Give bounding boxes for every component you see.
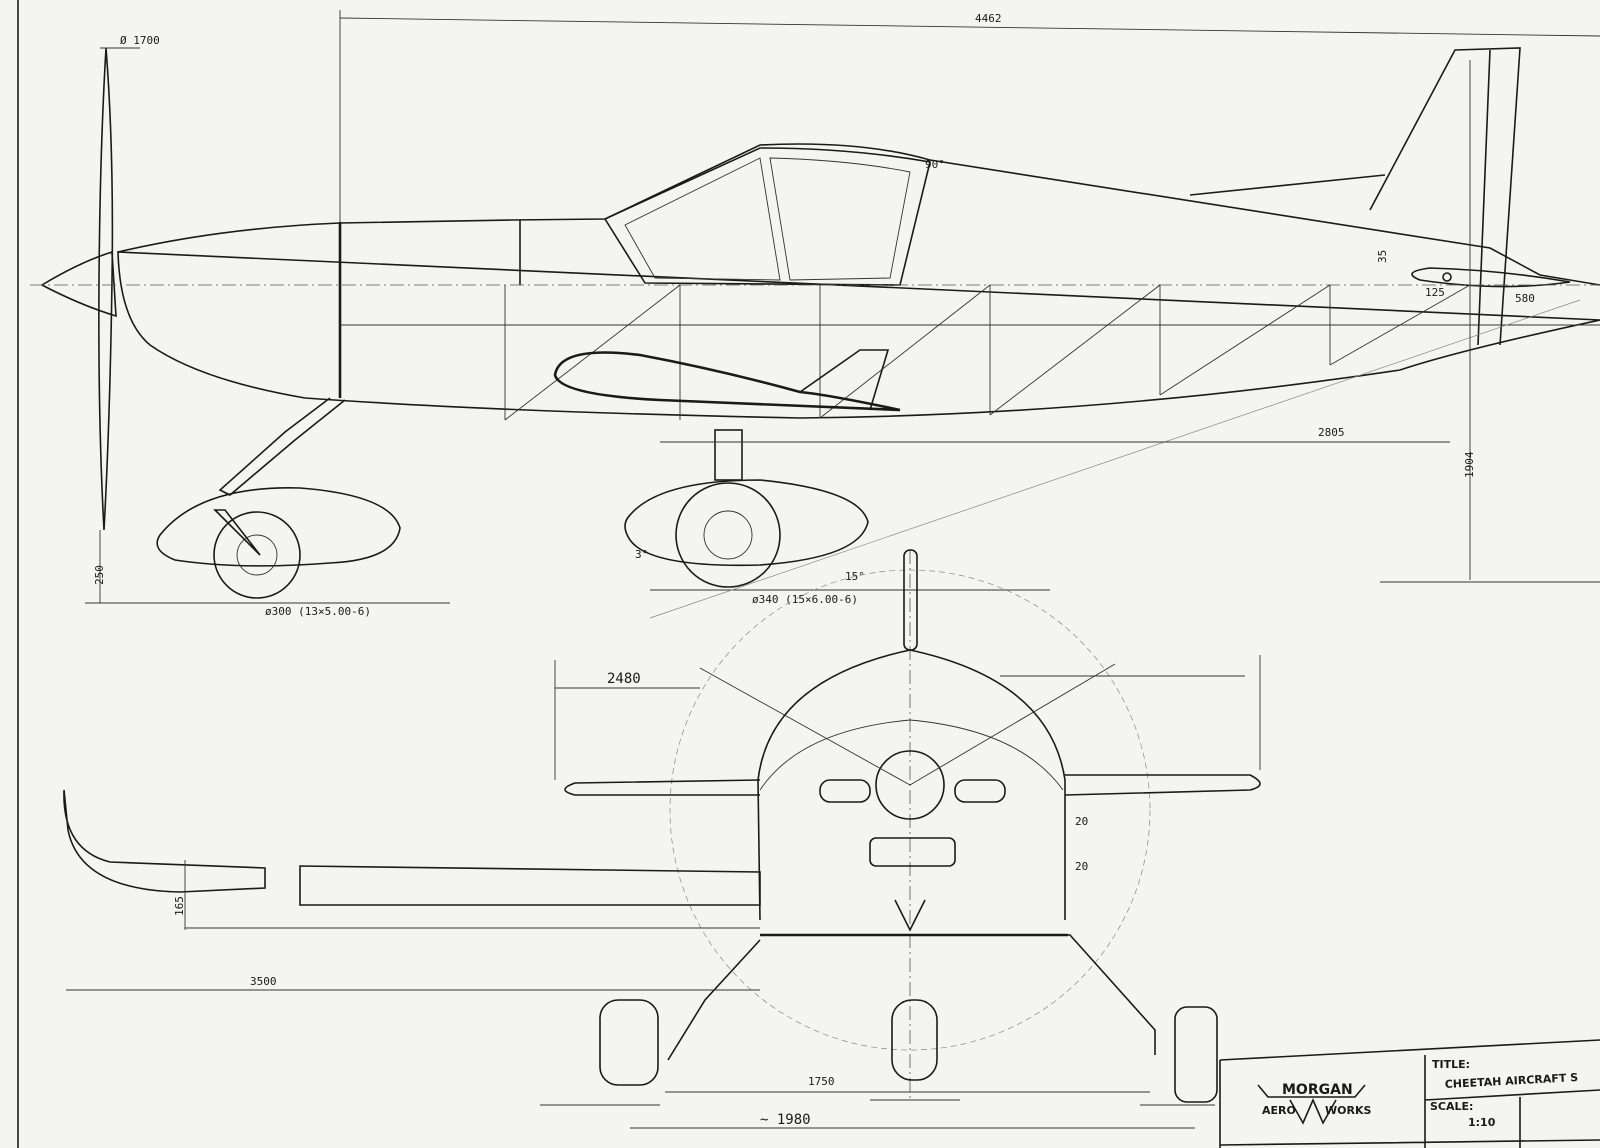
drawing-title: CHEETAH AIRCRAFT S — [1444, 1071, 1578, 1091]
nose-gear-leg — [218, 397, 346, 496]
oil-cooler — [869, 837, 956, 867]
front-fuselage — [757, 649, 1066, 921]
scale-label: SCALE: — [1430, 1100, 1473, 1113]
nose-wheel-fairing — [156, 487, 401, 567]
dim-20-a: 20 — [1075, 815, 1088, 828]
title-block: MORGAN AERO WORKS TITLE: CHEETAH AIRCRAF… — [1219, 1039, 1600, 1148]
nose-wheel-spec: ø300 (13×5.00-6) — [265, 605, 371, 618]
main-gear-leg — [714, 429, 743, 481]
right-main-wheel-front — [1174, 1006, 1218, 1103]
dim-height: 1904 — [1463, 451, 1476, 478]
dim-overall-length: 4462 — [975, 12, 1002, 25]
dim-prop-diameter: Ø 1700 — [120, 34, 160, 47]
dim-gear-angle: 3° — [635, 548, 648, 561]
vertical-fin — [1369, 47, 1521, 346]
svg-text:MORGAN: MORGAN — [1282, 1082, 1353, 1098]
svg-text:AERO: AERO — [1262, 1104, 1296, 1117]
dim-nose-wheel-height: 250 — [93, 565, 106, 585]
nose-wheel — [213, 511, 301, 599]
canopy — [603, 147, 931, 286]
front-view: 2480 20 20 1750 ~ 1980 — [540, 549, 1261, 1129]
front-spinner — [875, 750, 945, 820]
left-main-wheel-front — [599, 999, 659, 1086]
dim-canopy-angle: 90° — [925, 158, 945, 171]
gear-spring — [667, 934, 1156, 1061]
dim-wheel-track: ~ 1980 — [760, 1112, 811, 1128]
main-wheel-fairing — [624, 479, 869, 567]
svg-text:WORKS: WORKS — [1325, 1104, 1371, 1117]
main-wheel — [675, 482, 781, 588]
dim-tip-height: 165 — [173, 896, 186, 916]
horizontal-stab — [1189, 174, 1386, 196]
right-wing-front — [1064, 774, 1261, 796]
propeller — [98, 47, 114, 531]
front-fin — [903, 549, 918, 651]
dim-tail-chord: 580 — [1515, 292, 1535, 305]
left-wing-front — [564, 779, 761, 796]
scale-value: 1:10 — [1468, 1116, 1496, 1129]
dim-tail-pivot: 125 — [1425, 286, 1445, 299]
spinner — [40, 250, 117, 318]
tail-section — [1411, 267, 1571, 288]
dim-main-gear-to-tail: 2805 — [1318, 426, 1345, 439]
dim-wing-half-span: 3500 — [250, 975, 277, 988]
wing-panel — [299, 865, 761, 906]
fuselage — [117, 143, 1600, 419]
morgan-aero-works-logo: MORGAN AERO WORKS — [1257, 1082, 1371, 1125]
side-view: 4462 Ø 1700 90° 35 125 580 — [30, 10, 1600, 619]
dim-half-span: 2480 — [607, 671, 641, 687]
dim-tail-offset: 35 — [1376, 250, 1389, 263]
wing-root — [553, 351, 901, 412]
dim-track: 1750 — [808, 1075, 835, 1088]
title-label: TITLE: — [1432, 1058, 1470, 1071]
main-wheel-spec: ø340 (15×6.00-6) — [752, 593, 858, 606]
wing-view: 165 3500 — [63, 789, 761, 991]
wing-tip — [63, 789, 266, 893]
nose-wheel-front — [891, 999, 938, 1081]
dim-20-b: 20 — [1075, 860, 1088, 873]
